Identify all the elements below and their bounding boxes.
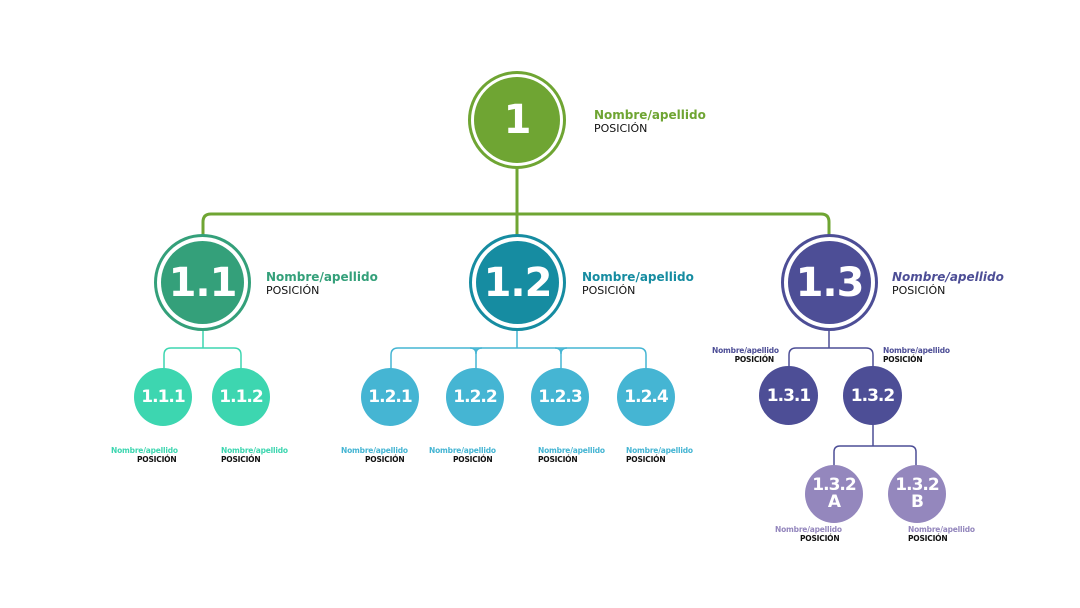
connector-1-2 — [390, 330, 647, 372]
node-1-2-4-caption: Nombre/apellido POSICIÓN — [626, 446, 693, 464]
node-1-3-2-a[interactable]: 1.3.2 A — [805, 465, 863, 523]
node-1-caption: Nombre/apellido POSICIÓN — [594, 108, 706, 135]
node-1-3-2-a-label-line2: A — [827, 492, 841, 512]
node-1-3-1-name: Nombre/apellido — [712, 346, 779, 355]
connector-root-bar — [201, 212, 831, 238]
node-1-3-2-b-name: Nombre/apellido — [908, 525, 975, 534]
node-1-1-2-name: Nombre/apellido — [221, 446, 288, 455]
node-1[interactable]: 1 — [474, 77, 560, 163]
node-1-3-2-caption: Nombre/apellido POSICIÓN — [883, 346, 950, 364]
node-1-position: POSICIÓN — [594, 121, 648, 135]
node-1-2-label: 1.2 — [483, 259, 553, 306]
node-1-3-2-b-position: POSICIÓN — [908, 533, 948, 543]
node-1-2-3-position: POSICIÓN — [538, 454, 578, 464]
node-1-1-1-caption: Nombre/apellido POSICIÓN — [111, 446, 178, 464]
node-1-3-2-position: POSICIÓN — [883, 354, 923, 364]
node-1-2-1-label: 1.2.1 — [368, 387, 412, 407]
node-1-1-position: POSICIÓN — [266, 283, 320, 297]
node-1-1-name: Nombre/apellido — [266, 270, 378, 284]
connector-1-1 — [163, 330, 242, 372]
node-1-2-4[interactable]: 1.2.4 — [617, 368, 675, 426]
node-1-3-2-b-label-line2: B — [911, 492, 924, 512]
node-1-3[interactable]: 1.3 — [788, 241, 871, 324]
node-1-1-caption: Nombre/apellido POSICIÓN — [266, 270, 378, 297]
node-1-label: 1 — [503, 97, 532, 143]
node-1-1-1[interactable]: 1.1.1 — [134, 368, 192, 426]
node-1-3-2-name: Nombre/apellido — [883, 346, 950, 355]
node-1-2-2-position: POSICIÓN — [453, 454, 493, 464]
node-1-3-2-a-name: Nombre/apellido — [775, 525, 842, 534]
connector-1-3 — [788, 330, 874, 372]
connector-1-3-2 — [833, 424, 917, 468]
node-1-3-2-a-label-line1: 1.3.2 — [812, 475, 856, 495]
node-1-2-1-name: Nombre/apellido — [341, 446, 408, 455]
node-1-3-2[interactable]: 1.3.2 — [843, 366, 902, 425]
node-1-2-4-name: Nombre/apellido — [626, 446, 693, 455]
node-1-3-position: POSICIÓN — [892, 283, 946, 297]
node-1-1-1-label: 1.1.1 — [141, 387, 185, 407]
node-1-2-3-caption: Nombre/apellido POSICIÓN — [538, 446, 605, 464]
node-1-3-2-b-caption: Nombre/apellido POSICIÓN — [908, 525, 975, 543]
node-1-3-1-label: 1.3.1 — [766, 385, 811, 406]
node-1-3-2-a-caption: Nombre/apellido POSICIÓN — [775, 525, 842, 543]
node-1-2-1-caption: Nombre/apellido POSICIÓN — [341, 446, 408, 464]
node-1-1-1-name: Nombre/apellido — [111, 446, 178, 455]
node-1-2-2-name: Nombre/apellido — [429, 446, 496, 455]
node-1-3-2-b[interactable]: 1.3.2 B — [888, 465, 946, 523]
node-1-2-1[interactable]: 1.2.1 — [361, 368, 419, 426]
node-1-1-2-label: 1.1.2 — [219, 387, 263, 407]
node-1-3-2-b-label-line1: 1.3.2 — [895, 475, 939, 495]
node-1-1-label: 1.1 — [168, 259, 238, 306]
node-1-2-3-name: Nombre/apellido — [538, 446, 605, 455]
node-1-2-3-label: 1.2.3 — [538, 387, 582, 407]
node-1-2-2-caption: Nombre/apellido POSICIÓN — [429, 446, 496, 464]
node-1-3-1-position: POSICIÓN — [734, 354, 775, 364]
node-1-name: Nombre/apellido — [594, 108, 706, 122]
node-1-1-2[interactable]: 1.1.2 — [212, 368, 270, 426]
node-1-2-position: POSICIÓN — [582, 283, 636, 297]
node-1-3-caption: Nombre/apellido POSICIÓN — [892, 270, 1004, 297]
node-1-2-name: Nombre/apellido — [582, 270, 694, 284]
node-1-1-1-position: POSICIÓN — [137, 454, 177, 464]
node-1-2-4-label: 1.2.4 — [624, 387, 668, 407]
node-1-1[interactable]: 1.1 — [161, 241, 244, 324]
node-1-3-name: Nombre/apellido — [892, 270, 1004, 284]
node-1-1-2-position: POSICIÓN — [221, 454, 261, 464]
node-1-2-caption: Nombre/apellido POSICIÓN — [582, 270, 694, 297]
node-1-3-label: 1.3 — [795, 259, 865, 306]
node-1-3-1[interactable]: 1.3.1 — [759, 366, 818, 425]
node-1-2-2-label: 1.2.2 — [453, 387, 497, 407]
node-1-2-3[interactable]: 1.2.3 — [531, 368, 589, 426]
node-1-3-2-a-position: POSICIÓN — [800, 533, 840, 543]
node-1-1-2-caption: Nombre/apellido POSICIÓN — [221, 446, 288, 464]
node-1-2-4-position: POSICIÓN — [626, 454, 666, 464]
node-1-2-1-position: POSICIÓN — [365, 454, 405, 464]
node-1-2[interactable]: 1.2 — [476, 241, 559, 324]
node-1-3-1-caption: Nombre/apellido POSICIÓN — [712, 346, 779, 364]
node-1-2-2[interactable]: 1.2.2 — [446, 368, 504, 426]
node-1-3-2-label: 1.3.2 — [850, 385, 895, 406]
